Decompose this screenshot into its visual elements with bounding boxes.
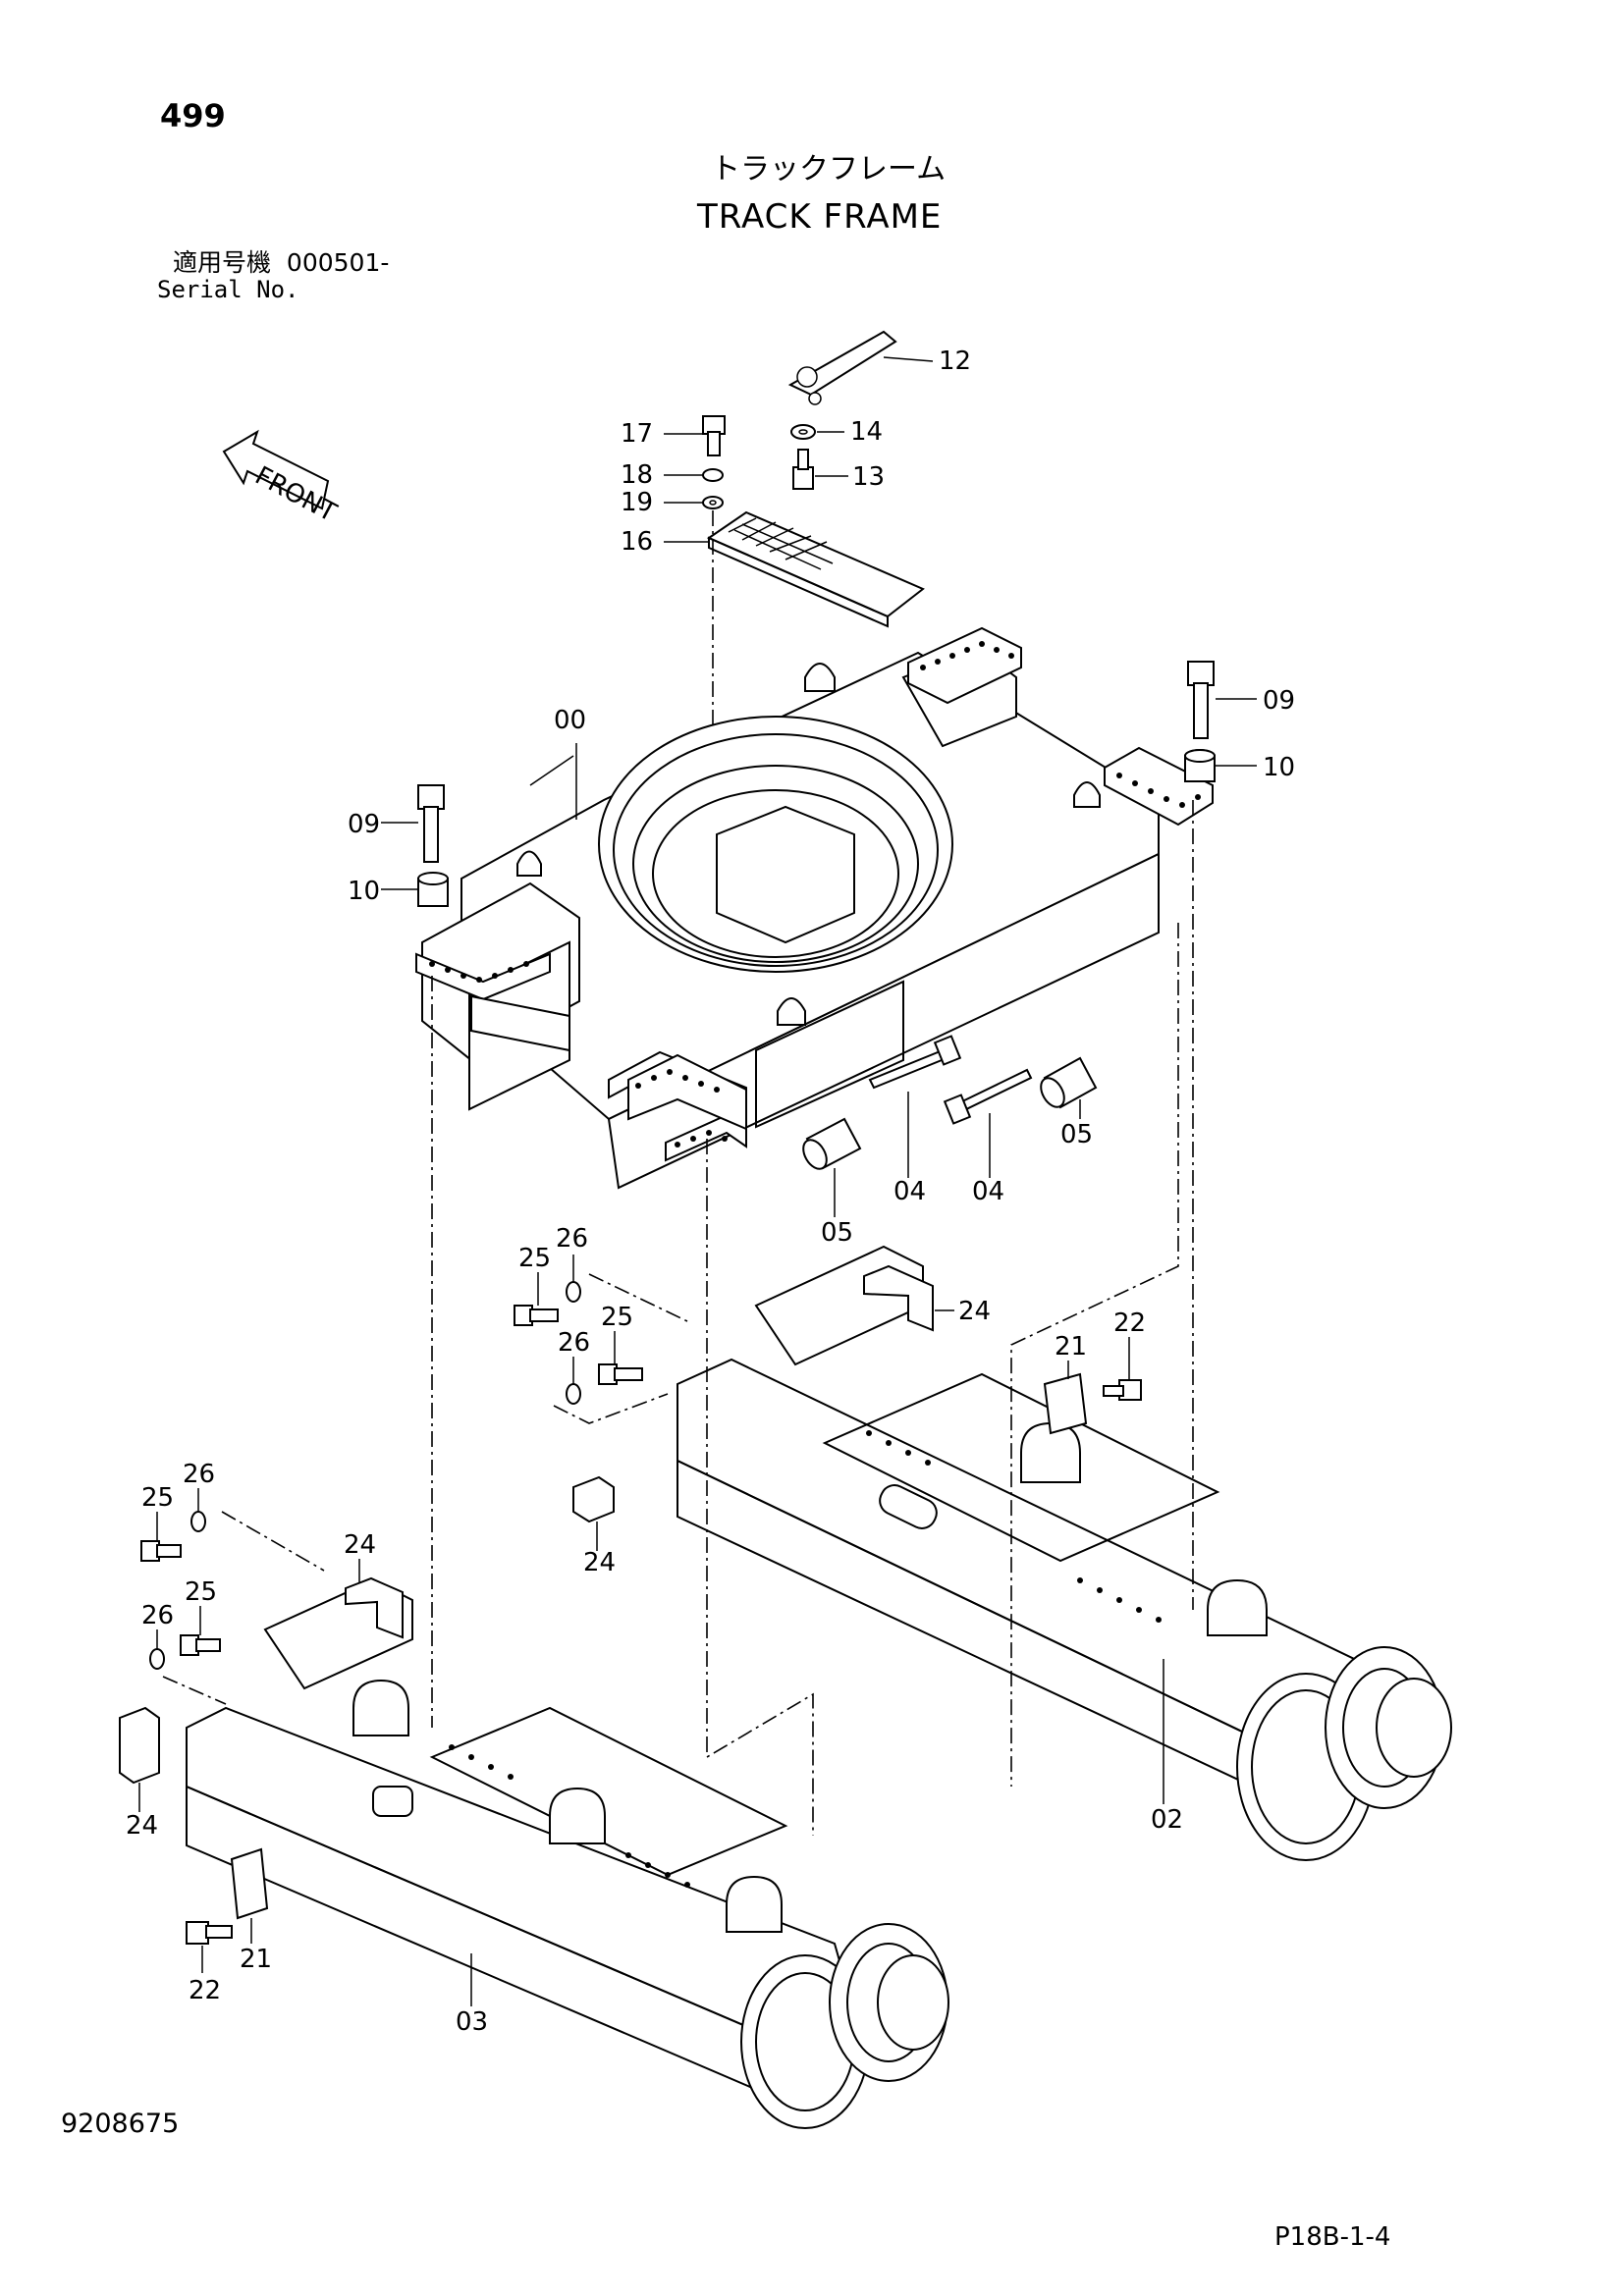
part-17-bolt	[702, 415, 726, 456]
part-04-bolt-a	[868, 1035, 962, 1090]
part-22-bolt-b	[186, 1921, 233, 1945]
callout-10-right: 10	[1263, 753, 1295, 782]
serial-applicability: 適用号機 000501-	[173, 250, 389, 275]
callout-21-b: 21	[240, 1945, 272, 1974]
part-25-bolt-c	[140, 1540, 182, 1562]
page-number: 499	[160, 97, 226, 134]
part-12-cover-plate	[787, 330, 897, 405]
title-english: TRACK FRAME	[697, 197, 943, 237]
callout-09-right: 09	[1263, 686, 1295, 716]
part-03-side-frame-left	[186, 1578, 949, 2129]
callout-21-a: 21	[1055, 1332, 1087, 1362]
callout-25-b: 25	[601, 1303, 633, 1332]
callout-26-b: 26	[558, 1328, 590, 1358]
callout-22-b: 22	[189, 1976, 221, 2005]
part-00-center-frame	[415, 626, 1214, 1190]
part-10-spacer-left	[417, 872, 449, 907]
part-24-bracket-d	[119, 1706, 160, 1785]
part-13-bolt	[792, 449, 814, 490]
left-frame-holes	[449, 1744, 690, 1888]
part-26-washer-d	[149, 1648, 165, 1670]
callout-14: 14	[850, 417, 883, 447]
part-14-washer	[790, 424, 816, 440]
callout-03: 03	[456, 2007, 488, 2037]
callout-04-a: 04	[893, 1177, 926, 1206]
part-18-lockwasher	[702, 468, 724, 482]
callout-05-b: 05	[1060, 1120, 1093, 1149]
callout-24-b: 24	[583, 1548, 616, 1577]
callout-25-c: 25	[141, 1483, 174, 1513]
part-21-plate-a	[1043, 1372, 1088, 1435]
callout-19: 19	[621, 488, 653, 517]
part-19-washer	[702, 496, 724, 509]
callout-00: 00	[554, 706, 586, 735]
callout-04-b: 04	[972, 1177, 1004, 1206]
callout-16: 16	[621, 527, 653, 557]
part-10-spacer-right	[1184, 749, 1216, 782]
callout-25-d: 25	[185, 1577, 217, 1607]
callout-25-a: 25	[518, 1244, 551, 1273]
part-09-bolt-left	[417, 784, 445, 863]
serial-label-en: Serial No.	[157, 276, 299, 303]
part-21-plate-b	[230, 1847, 269, 1920]
part-05-bushing-b	[1040, 1056, 1098, 1109]
serial-value: 000501-	[286, 248, 390, 277]
callout-18: 18	[621, 460, 653, 490]
callout-26-d: 26	[141, 1601, 174, 1630]
part-25-bolt-a	[514, 1305, 559, 1326]
part-26-washer-a	[566, 1281, 581, 1303]
front-arrow-icon: FRONT	[222, 429, 341, 528]
document-number: 9208675	[61, 2109, 180, 2139]
callout-24-c: 24	[344, 1530, 376, 1560]
callout-24-d: 24	[126, 1811, 158, 1841]
callout-26-a: 26	[556, 1224, 588, 1254]
part-26-washer-c	[190, 1511, 206, 1532]
callout-17: 17	[621, 419, 653, 449]
part-16-grating-cover	[706, 510, 925, 628]
part-09-bolt-right	[1187, 661, 1215, 739]
part-22-bolt-a	[1103, 1379, 1142, 1401]
part-26-washer-b	[566, 1383, 581, 1405]
part-05-bushing-a	[802, 1117, 862, 1170]
part-25-bolt-b	[598, 1363, 643, 1385]
callout-26-c: 26	[183, 1460, 215, 1489]
part-04-bolt-b	[943, 1068, 1033, 1125]
part-24-bracket-a	[863, 1264, 934, 1332]
part-24-bracket-b	[572, 1475, 615, 1523]
callout-05-a: 05	[821, 1218, 853, 1248]
right-frame-holes	[866, 1430, 1162, 1623]
callout-02: 02	[1151, 1805, 1183, 1835]
part-24-bracket-c	[345, 1576, 404, 1639]
callout-13: 13	[852, 462, 885, 492]
title-japanese: トラックフレーム	[711, 152, 947, 187]
callout-12: 12	[939, 347, 971, 376]
frame-bolt-holes	[429, 641, 1201, 1148]
callout-24-a: 24	[958, 1297, 991, 1326]
callout-09-left: 09	[348, 810, 380, 839]
serial-label-jp: 適用号機	[173, 248, 272, 277]
part-25-bolt-d	[180, 1634, 221, 1656]
sheet-reference: P18B-1-4	[1274, 2222, 1391, 2252]
callout-22-a: 22	[1113, 1308, 1146, 1338]
callout-10-left: 10	[348, 877, 380, 906]
